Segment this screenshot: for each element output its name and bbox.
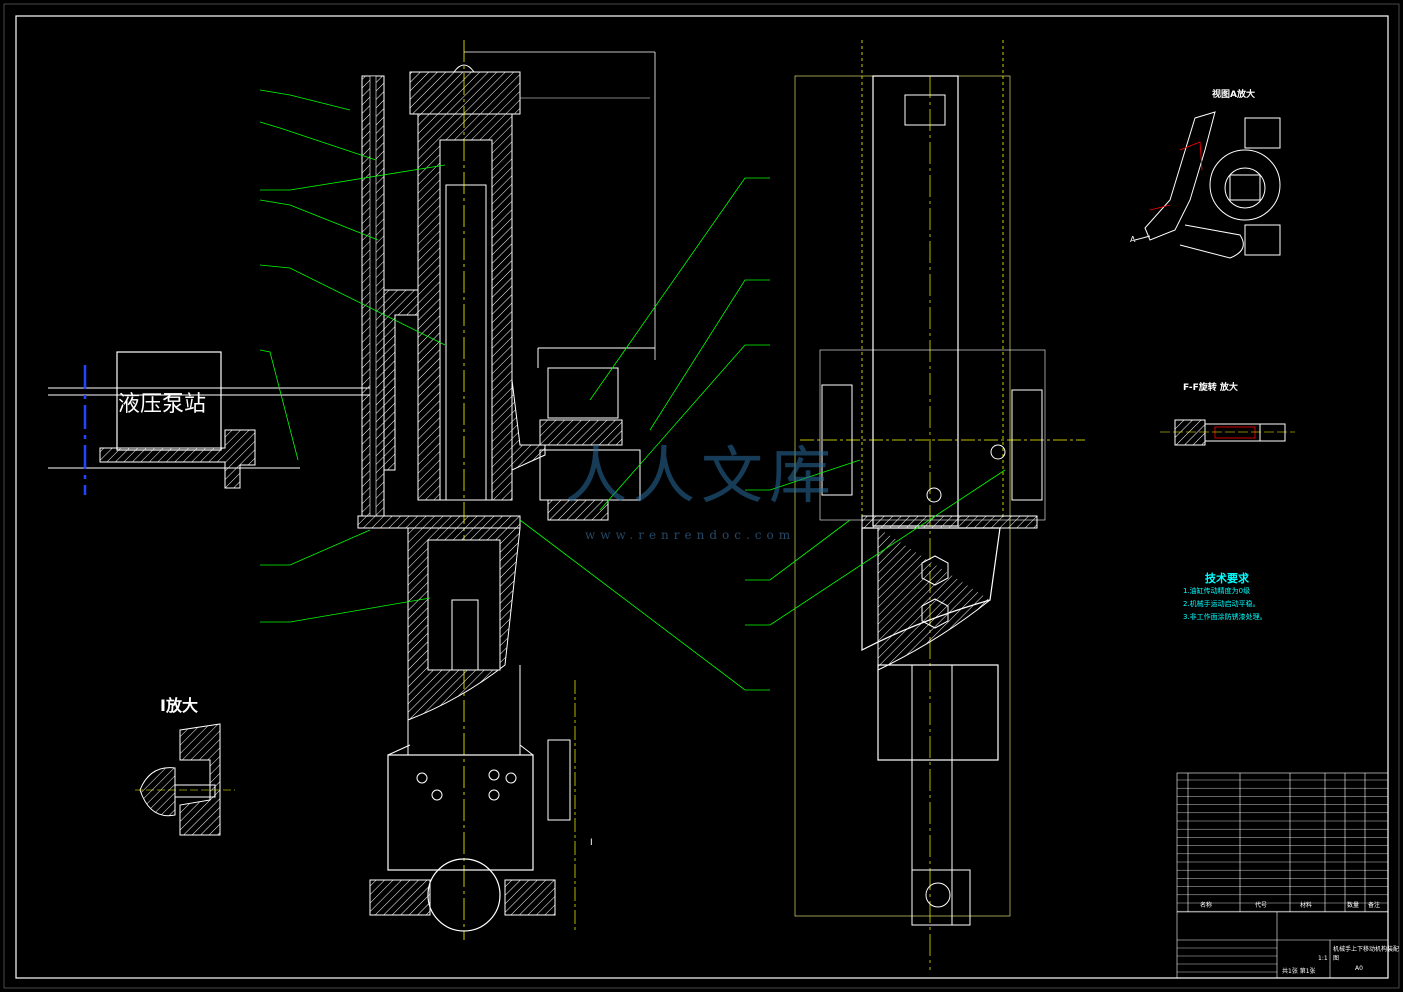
section-ff-label: F-F旋转 放大 (1183, 383, 1238, 393)
lower-body (369, 527, 576, 932)
tb-header-qty: 数量 (1347, 902, 1360, 909)
view-a-label: 视图A放大 (1212, 90, 1255, 100)
drawing-frame (15, 15, 1389, 979)
section-ff (1160, 419, 1295, 446)
side-cylinder (537, 347, 655, 521)
side-view-assembly (794, 40, 1085, 970)
marker-i: I (590, 838, 593, 848)
detail-i (135, 723, 235, 836)
tb-scale: 1:1 (1318, 955, 1328, 962)
tb-header-name: 名称 (1200, 902, 1213, 909)
detail-i-label: I放大 (160, 696, 198, 715)
leader-lines-left (259, 89, 770, 691)
tb-header-remark: 备注 (1368, 902, 1381, 909)
tech-item-1: 1.油缸传动精度为0级 (1183, 587, 1251, 595)
main-column (357, 40, 656, 940)
tb-header-code: 代号 (1255, 902, 1268, 909)
hydraulic-station (48, 351, 370, 495)
title-block (1176, 772, 1389, 979)
view-a-detail (1134, 111, 1281, 259)
watermark-logo: 人人文库 (565, 439, 838, 512)
tb-drawing-title: 机械手上下移动机构装配图 (1333, 946, 1400, 962)
tb-sheet-info: 共1张 第1张 (1282, 968, 1316, 975)
marker-a: A (1130, 235, 1136, 244)
leader-lines-mid (745, 459, 1006, 626)
tech-requirements-title: 技术要求 (1205, 572, 1249, 585)
tb-header-material: 材料 (1300, 902, 1313, 909)
tech-item-3: 3.非工作面涂防锈漆处理。 (1183, 613, 1267, 621)
outer-frame (3, 3, 1400, 989)
hydraulic-station-label: 液压泵站 (118, 392, 207, 417)
watermark-url: www.renrendoc.com (585, 528, 796, 542)
title-block-rows (1177, 779, 1388, 973)
tech-item-2: 2.机械手运动启动平稳。 (1183, 600, 1260, 608)
tb-size: A0 (1355, 965, 1363, 972)
